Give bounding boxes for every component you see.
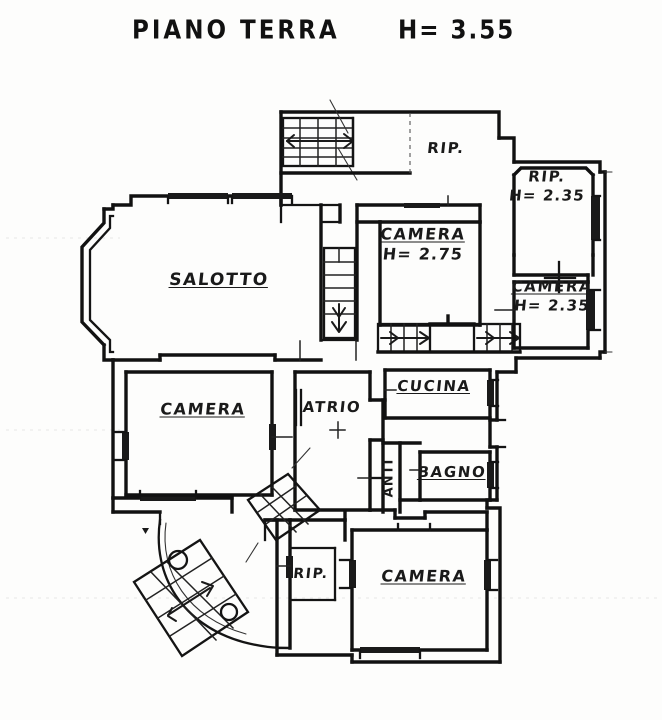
room-name: RIP. <box>527 167 567 186</box>
rotated-label-anti-bagno: ANTI <box>381 458 397 498</box>
room-rip-bottom <box>276 518 347 650</box>
room-cucina <box>383 368 500 420</box>
room-label-rip-bottom: RIP. <box>292 566 330 582</box>
room-ceiling-height: H= 2.35 <box>508 186 586 205</box>
room-antibagno <box>357 441 422 514</box>
entrance-terrace <box>111 447 322 658</box>
room-rip-top <box>279 112 412 207</box>
room-label-rip-top: RIP. <box>426 139 466 157</box>
stair-direction-arrow-center <box>331 303 347 333</box>
room-camera-bottom <box>338 522 499 660</box>
room-atrio <box>293 370 385 512</box>
room-label-cucina: CUCINA <box>396 377 472 395</box>
room-name: BAGNO <box>416 463 488 481</box>
misc-wall-details <box>275 171 613 664</box>
room-label-camera-left: CAMERA <box>159 399 247 419</box>
room-label-salotto: SALOTTO <box>168 270 270 290</box>
room-camera-center <box>338 203 482 327</box>
room-name: CAMERA <box>159 399 247 419</box>
room-bagno <box>409 450 500 502</box>
page-title-height: H= 3.55 <box>398 16 516 46</box>
room-camera-left <box>111 370 293 497</box>
staircase-lower-runs <box>376 314 522 354</box>
room-ceiling-height: H= 2.75 <box>381 244 465 264</box>
stair-direction-arrow-top <box>286 133 354 149</box>
room-name: CAMERA <box>379 224 467 244</box>
terrace-corner-steps <box>245 447 322 563</box>
room-label-bagno: BAGNO <box>416 463 488 481</box>
room-name: SALOTTO <box>168 270 270 290</box>
room-name: CAMERA <box>510 277 594 296</box>
staircase-center <box>319 203 359 342</box>
room-rip-right-upper <box>511 166 602 284</box>
scan-artifacts <box>6 237 660 599</box>
room-name: CUCINA <box>396 377 472 395</box>
stair-arrow-left-run <box>380 331 430 345</box>
room-label-atrio: ATRIO <box>301 398 363 416</box>
room-camera-right-lower <box>494 280 602 350</box>
room-name: RIP. <box>292 566 330 582</box>
room-name: ATRIO <box>301 398 363 416</box>
room-ceiling-height: H= 2.35 <box>513 296 591 315</box>
room-name: CAMERA <box>380 566 468 586</box>
corridor-lower <box>263 508 489 532</box>
right-wing-divider <box>543 260 577 294</box>
page-title: PIANO TERRA <box>132 16 340 46</box>
room-label-camera-bottom: CAMERA <box>380 566 468 586</box>
room-label-rip-right-upper: RIP.H= 2.35 <box>508 167 586 205</box>
room-name: RIP. <box>426 139 466 157</box>
